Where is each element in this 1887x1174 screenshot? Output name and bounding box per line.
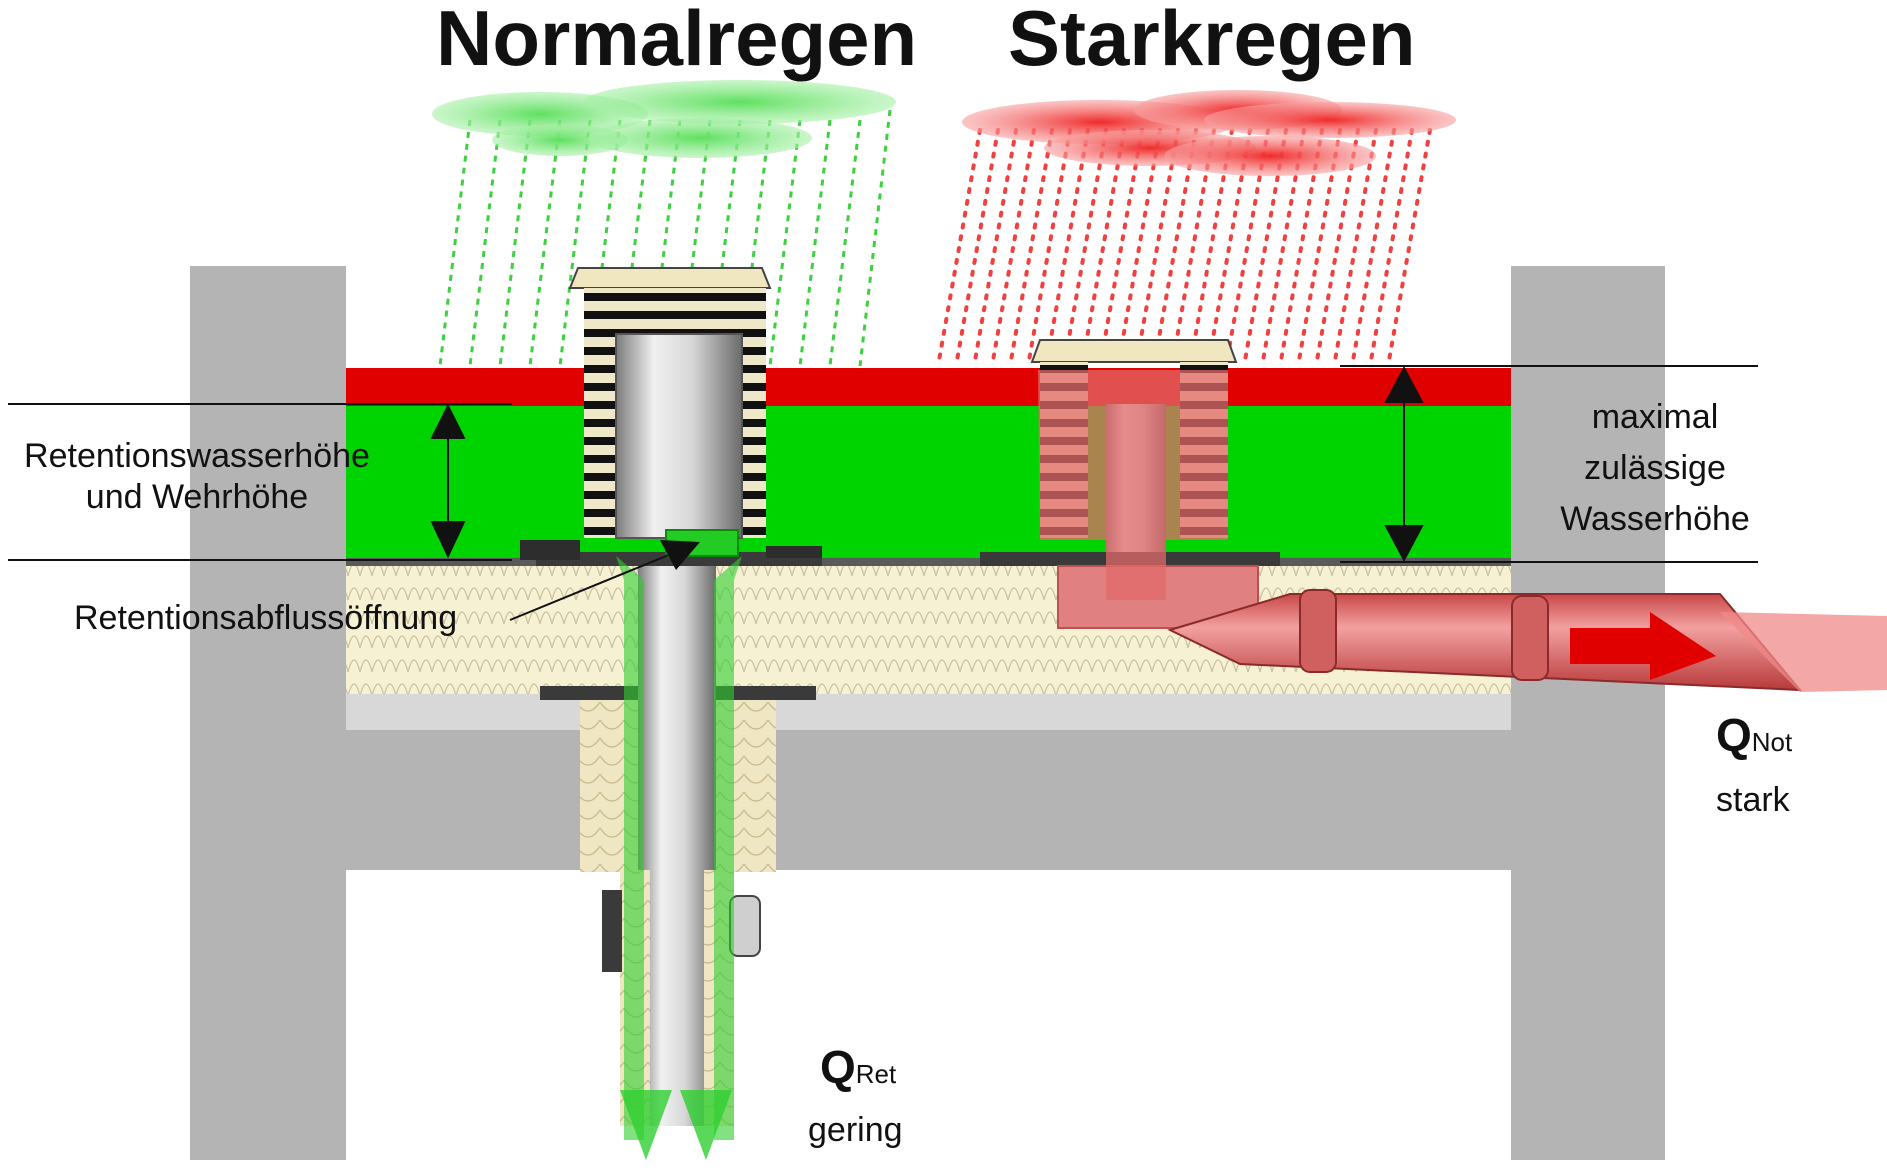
right-wall [1511, 266, 1665, 1160]
retention-opening-label: Retentionsabflussöffnung [74, 599, 458, 637]
retention-height-label: Retentionswasserhöhe und Wehrhöhe [8, 436, 386, 518]
max-height-line2: zulässige [1584, 449, 1726, 487]
roof-slab [346, 730, 1511, 870]
q-retention-label: QRet [820, 1040, 896, 1095]
retention-water [346, 406, 1511, 564]
title-normal-rain: Normalregen [436, 0, 918, 82]
opening-leader [509, 540, 700, 621]
max-height-line3: Wasserhöhe [1560, 500, 1750, 538]
q-emergency-symbol: Q [1716, 709, 1752, 761]
q-emergency-label: QNot [1716, 708, 1792, 763]
retention-height-line2: und Wehrhöhe [85, 477, 309, 516]
q-emergency-subscript: Not [1751, 727, 1793, 757]
drain-cap [568, 267, 772, 289]
emergency-drain-cap [1030, 339, 1238, 363]
max-height-line1: maximal [1591, 398, 1719, 436]
strong-rain-cloud [962, 90, 1456, 176]
downpipe [638, 566, 716, 1126]
emergency-drain-right [980, 339, 1887, 692]
sealing-membrane [346, 558, 1511, 566]
left-wall [190, 266, 346, 1160]
title-strong-rain: Starkregen [1008, 0, 1416, 82]
retention-flow [616, 556, 742, 1160]
max-height-label: maximal zulässige Wasserhöhe [1520, 392, 1790, 545]
overflow-band [346, 368, 1511, 406]
emergency-flow-arrow [1570, 612, 1716, 680]
dimension-retention [8, 403, 512, 561]
concrete-structure [190, 266, 1665, 1160]
emergency-flow-band [1038, 370, 1228, 600]
q-retention-subscript: Ret [855, 1059, 897, 1089]
drain-standpipe [615, 333, 743, 539]
normal-rain-cloud [432, 80, 896, 158]
q-retention-symbol: Q [820, 1041, 856, 1093]
retention-height-line1: Retentionswasserhöhe [24, 437, 370, 475]
q-retention-note: gering [808, 1111, 903, 1149]
vapor-layer [346, 694, 1511, 730]
q-emergency-note: stark [1716, 781, 1790, 819]
dimension-max-height [1340, 365, 1758, 563]
